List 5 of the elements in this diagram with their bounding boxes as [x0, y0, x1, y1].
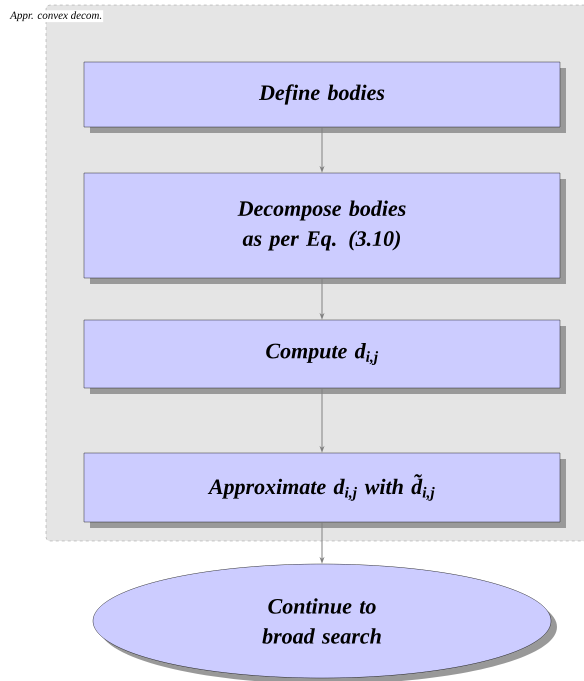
- process-box: Approximate d$_{i,j}$ with d̃$_{i,j}$: [84, 452, 566, 528]
- process-box: Define bodies: [84, 62, 566, 133]
- process-box: Compute d$_{i,j}$: [84, 320, 566, 394]
- process-box: Decompose bodies as per Eq. (3.10): [84, 172, 566, 284]
- panel-title: Appr. convex decom.: [9, 10, 104, 22]
